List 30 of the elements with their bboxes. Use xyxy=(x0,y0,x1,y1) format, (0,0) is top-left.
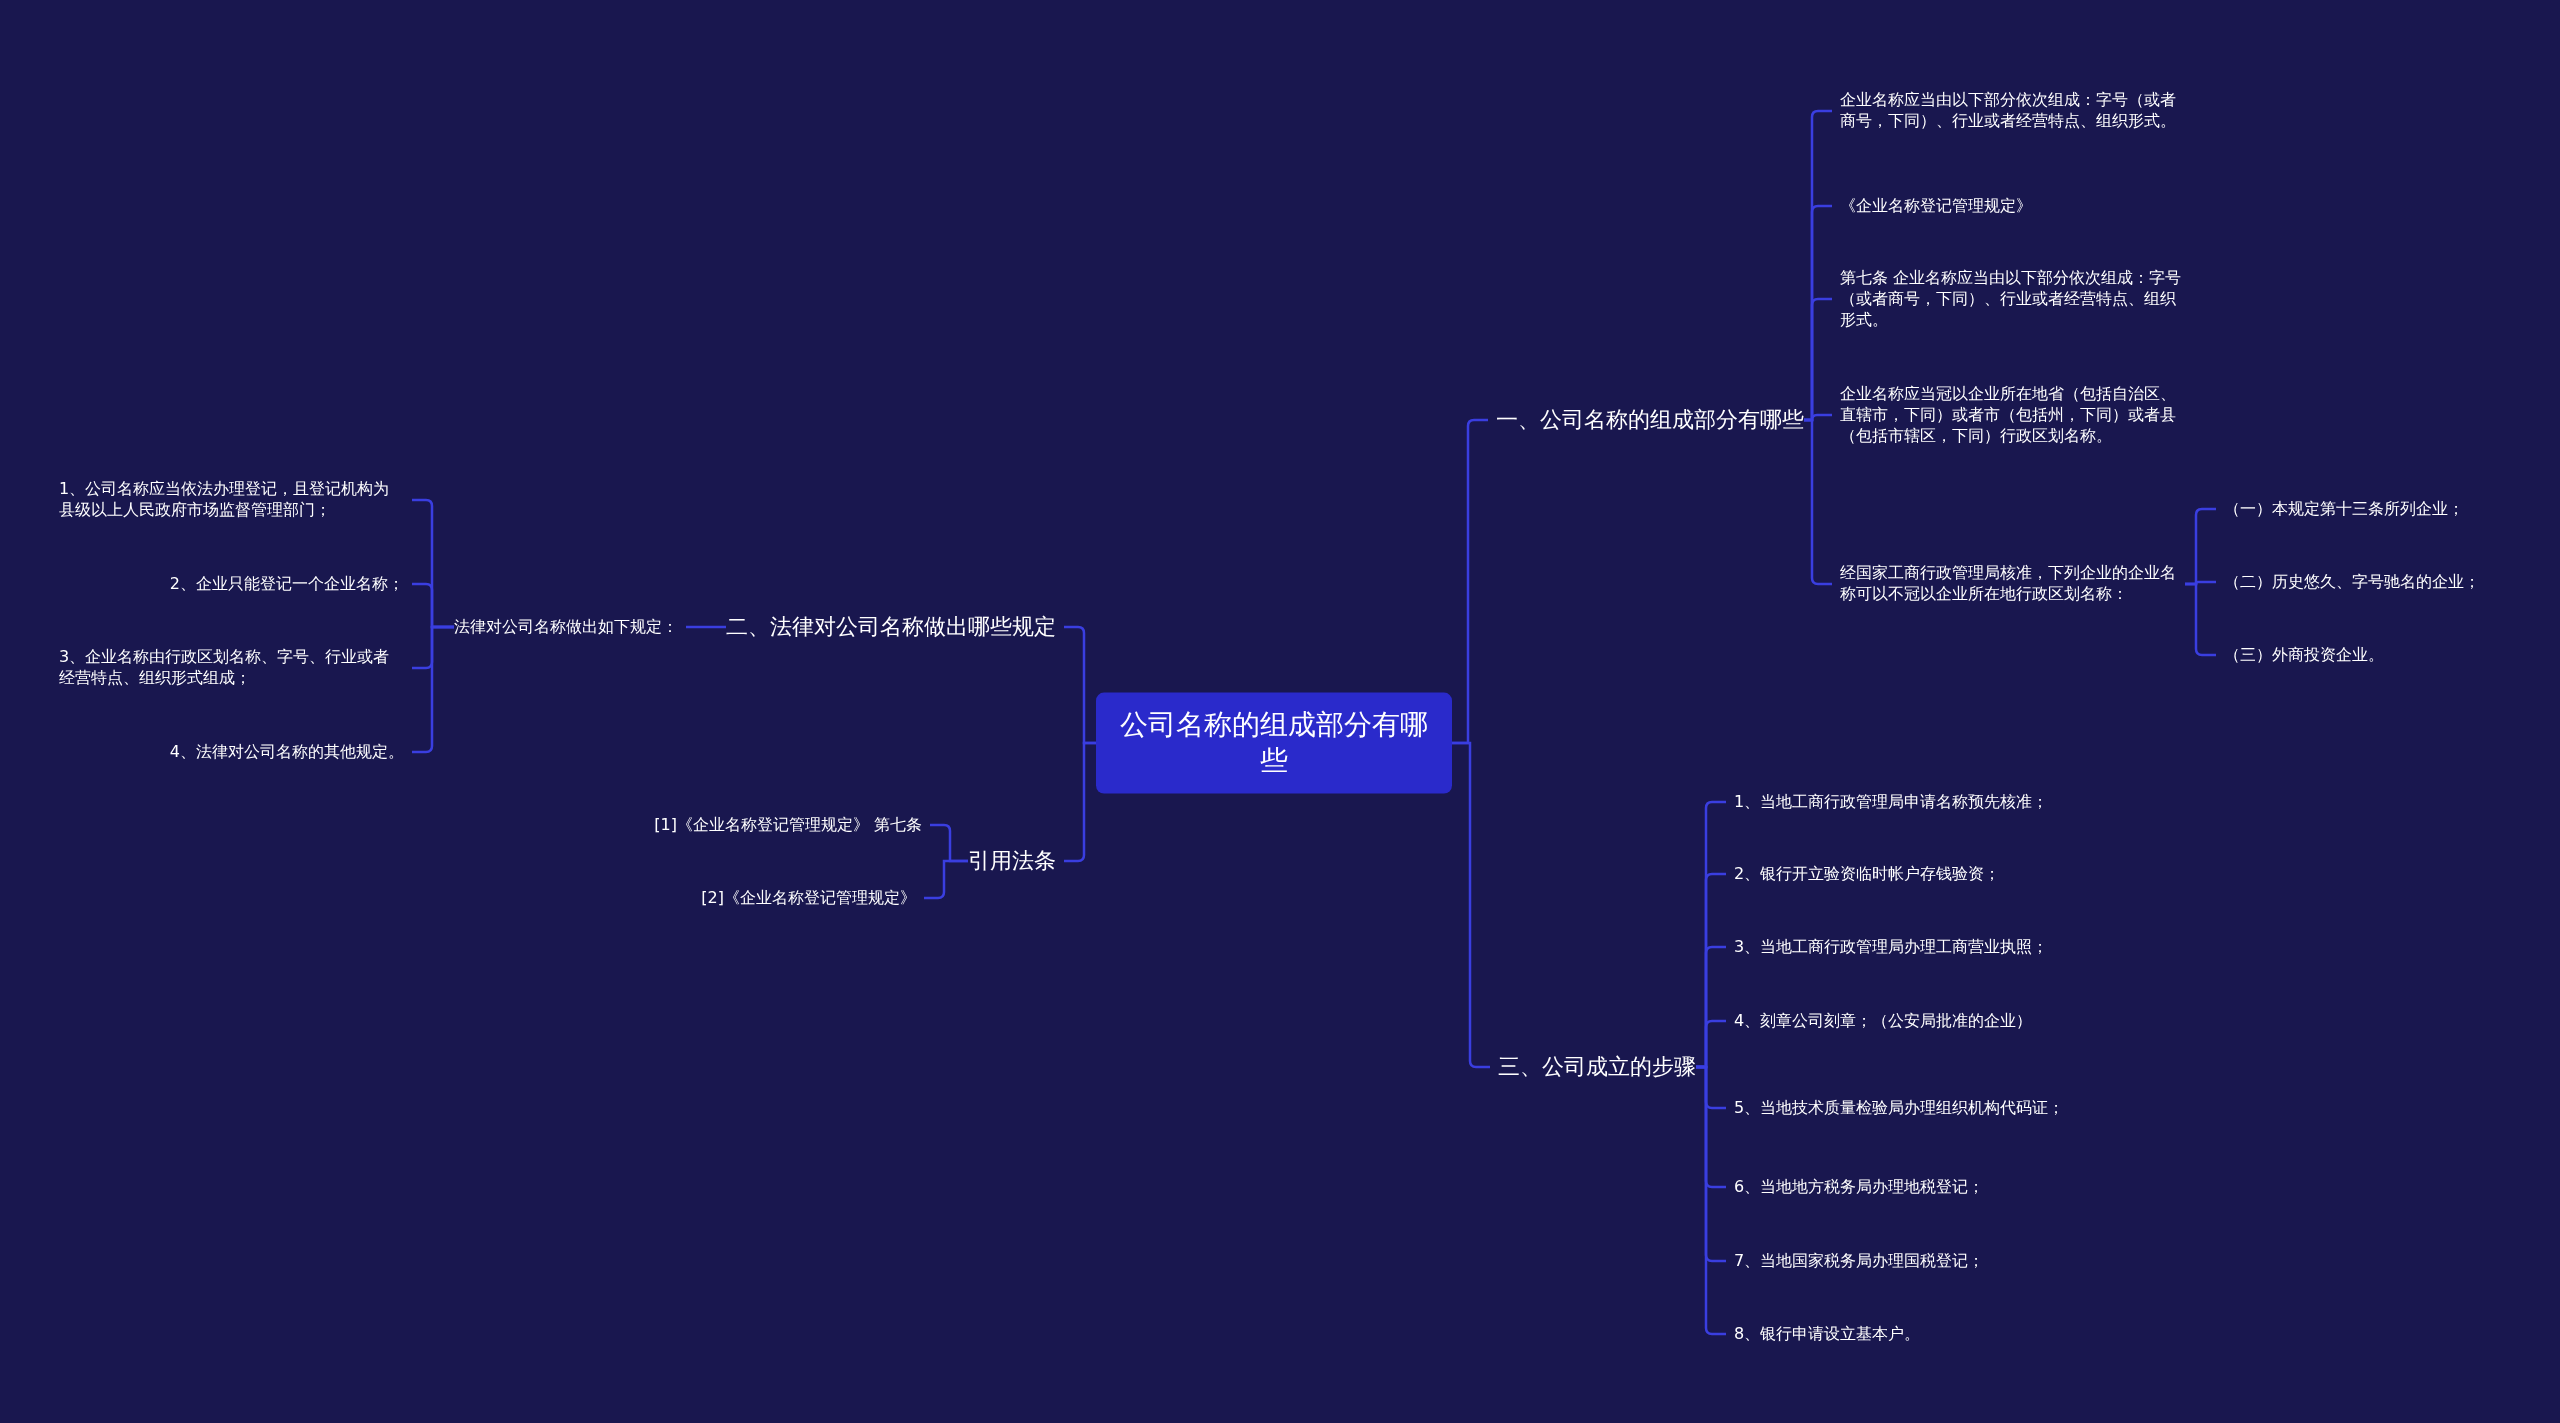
topic-text: 第七条 企业名称应当由以下部分依次组成：字号（或者商号，下同）、行业或者经营特点、组织形式。 xyxy=(1840,267,2185,331)
topic-text: 3、企业名称由行政区划名称、字号、行业或者经营特点、组织形式组成； xyxy=(59,647,404,689)
topic-text: （三）外商投资企业。 xyxy=(2224,644,2384,666)
topic-text: 6、当地地方税务局办理地税登记； xyxy=(1734,1176,1985,1198)
topic-text: 经国家工商行政管理局核准，下列企业的企业名称可以不冠以企业所在地行政区划名称： xyxy=(1840,563,2185,605)
topic-text: （二）历史悠久、字号驰名的企业； xyxy=(2224,571,2480,593)
topic-text: 4、刻章公司刻章；（公安局批准的企业） xyxy=(1734,1010,2033,1032)
topic-text: 5、当地技术质量检验局办理组织机构代码证； xyxy=(1734,1097,2065,1119)
central-topic-box: 公司名称的组成部分有哪些 xyxy=(1096,692,1452,794)
topic-text: 1、当地工商行政管理局申请名称预先核准； xyxy=(1734,791,2049,813)
branch-topic: 一、公司名称的组成部分有哪些 xyxy=(1496,405,1804,435)
branch-topic: 引用法条 xyxy=(968,846,1056,876)
topic-text: [2]《企业名称登记管理规定》 xyxy=(701,887,916,909)
branch-topic: 二、法律对公司名称做出哪些规定 xyxy=(726,612,1056,642)
topic-text: 2、银行开立验资临时帐户存钱验资； xyxy=(1734,863,2001,885)
topic-text: （一）本规定第十三条所列企业； xyxy=(2224,498,2464,520)
topic-text: 3、当地工商行政管理局办理工商营业执照； xyxy=(1734,936,2049,958)
topic-text: 《企业名称登记管理规定》 xyxy=(1840,195,2032,217)
topic-text: 法律对公司名称做出如下规定： xyxy=(454,616,678,638)
topic-text: [1]《企业名称登记管理规定》 第七条 xyxy=(654,814,922,836)
topic-text: 8、银行申请设立基本户。 xyxy=(1734,1323,1921,1345)
connector-line xyxy=(924,859,968,900)
topic-text: 7、当地国家税务局办理国税登记； xyxy=(1734,1250,1985,1272)
topic-text: 1、公司名称应当依法办理登记，且登记机构为县级以上人民政府市场监督管理部门； xyxy=(59,479,404,521)
topic-text: 2、企业只能登记一个企业名称； xyxy=(169,573,404,595)
topic-text: 企业名称应当由以下部分依次组成：字号（或者商号，下同）、行业或者经营特点、组织形式。 xyxy=(1840,90,2185,132)
topic-text: 企业名称应当冠以企业所在地省（包括自治区、直辖市，下同）或者市（包括州，下同）或者县（包括市辖区，下同）行政区划名称。 xyxy=(1840,383,2185,447)
branch-topic: 三、公司成立的步骤 xyxy=(1498,1052,1696,1082)
topic-text: 4、法律对公司名称的其他规定。 xyxy=(169,741,404,763)
connector-line xyxy=(686,625,726,629)
